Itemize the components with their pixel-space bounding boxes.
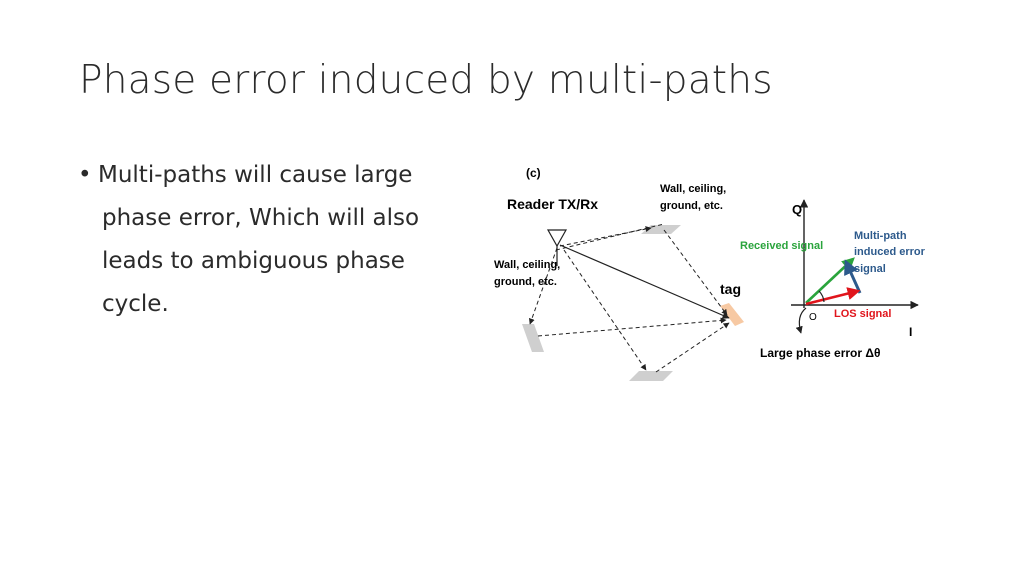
path-reader-to-top-wall-2: [555, 223, 665, 251]
q-axis-label: Q: [792, 202, 802, 217]
origin-label: O: [809, 312, 817, 323]
bullet-item: •Multi-paths will cause large: [78, 154, 468, 197]
multipath-label-3: signal: [854, 263, 886, 275]
wall-reflector-top: [641, 225, 681, 234]
multipath-label-2: induced error: [854, 246, 926, 258]
bullet-text-line-4: cycle.: [102, 291, 169, 317]
phase-error-arc: [818, 290, 825, 303]
bullet-text-line-1: Multi-paths will cause large: [98, 162, 413, 188]
wall-reflector-bottom: [629, 371, 673, 381]
wall-label-left-1: Wall, ceiling,: [494, 259, 560, 271]
tag-icon: [720, 303, 744, 326]
wall-reflector-left: [522, 324, 544, 352]
slide-title: Phase error induced by multi-paths: [79, 58, 773, 103]
multipath-diagram: (c) Reader TX/Rx Wall, ceiling, ground, …: [486, 158, 946, 390]
multipath-diagram-svg: (c) Reader TX/Rx Wall, ceiling, ground, …: [494, 166, 926, 381]
bullet-marker: •: [78, 162, 92, 188]
reader-label: Reader TX/Rx: [507, 196, 598, 212]
received-signal-label: Received signal: [740, 240, 823, 252]
direct-path-arrow: [559, 244, 730, 319]
path-reader-to-top-wall: [559, 226, 652, 247]
path-top-wall-to-tag: [663, 229, 728, 316]
phase-error-label: Large phase error Δθ: [760, 346, 881, 360]
los-signal-vector: [805, 287, 861, 306]
i-axis-label: I: [909, 325, 912, 339]
multipath-label-1: Multi-path: [854, 230, 907, 242]
phase-error-pointer: [795, 307, 807, 334]
wall-label-left-2: ground, etc.: [494, 276, 557, 288]
path-left-wall-to-tag: [537, 317, 727, 337]
panel-label: (c): [526, 166, 541, 180]
wall-label-top-2: ground, etc.: [660, 200, 723, 212]
wall-label-top-1: Wall, ceiling,: [660, 183, 726, 195]
bullet-text-line-2: phase error, Which will also: [102, 205, 420, 231]
received-signal-vector: [805, 257, 855, 304]
path-bottom-wall-to-tag: [655, 322, 730, 373]
los-signal-label: LOS signal: [834, 308, 891, 320]
tag-label: tag: [720, 281, 741, 297]
bullet-text-line-3: leads to ambiguous phase: [102, 248, 405, 274]
path-reader-to-bottom-wall: [563, 249, 647, 371]
bullet-list: •Multi-paths will cause large phase erro…: [78, 154, 468, 326]
